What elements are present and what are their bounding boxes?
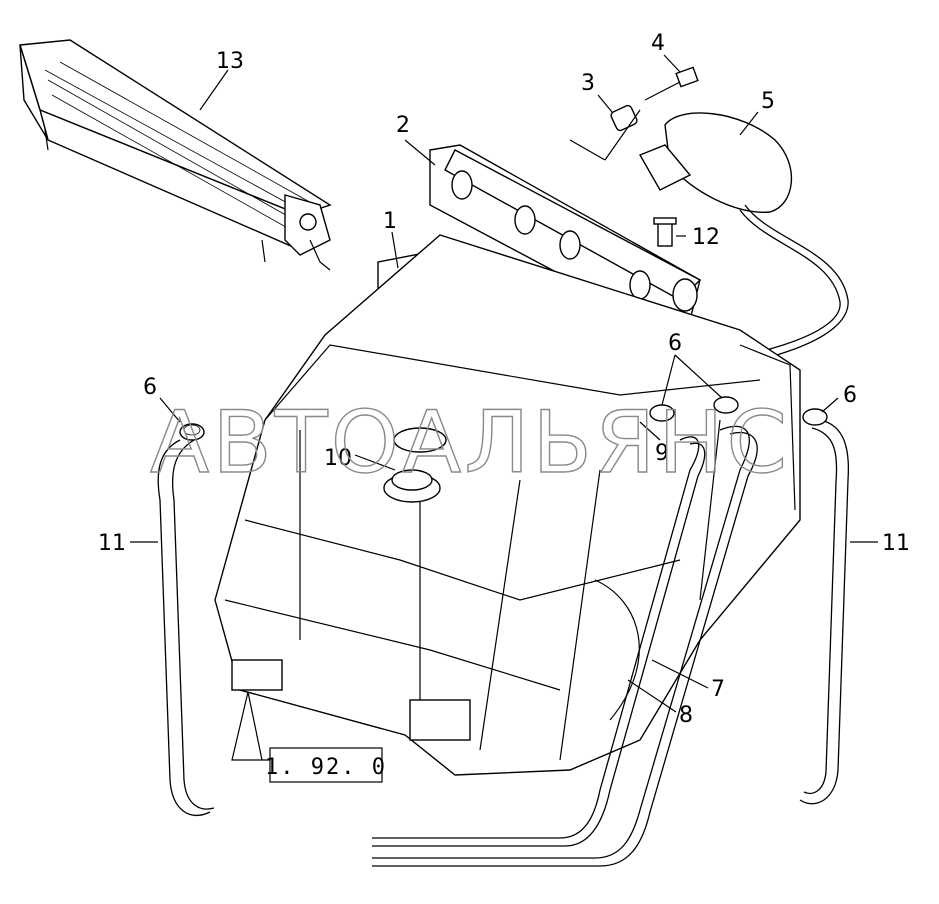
callout-4: 4 (651, 31, 665, 56)
hose-left-part-11 (157, 439, 215, 817)
leader-lines (130, 54, 878, 761)
cab-frame (214, 234, 801, 776)
clamp-left-part-6 (179, 423, 205, 441)
reference-box-label: 1. 92. 0 (265, 755, 387, 780)
clamp-center-b-part-6 (713, 396, 739, 414)
bolt-part-12 (653, 217, 677, 247)
callout-12: 12 (692, 225, 720, 250)
callout-2: 2 (396, 113, 410, 138)
callout-5: 5 (761, 89, 775, 114)
callout-labels: 13 2 1 3 4 5 12 6 6 6 9 10 11 11 7 8 (98, 31, 910, 728)
watermark-text: АВТОАЛЬЯНС (150, 393, 790, 493)
callout-8: 8 (679, 703, 693, 728)
callout-6-left: 6 (143, 375, 157, 400)
clip-part-3 (569, 104, 641, 161)
callout-6-right: 6 (843, 383, 857, 408)
hose-right-part-11 (799, 419, 850, 805)
heater-radiator-part-13 (19, 39, 332, 271)
callout-3: 3 (581, 71, 595, 96)
hose-part-8 (372, 425, 758, 867)
callout-13: 13 (216, 49, 244, 74)
callout-1: 1 (383, 209, 397, 234)
callout-7: 7 (711, 677, 725, 702)
reference-box[interactable]: 1. 92. 0 (265, 747, 387, 783)
callout-10: 10 (324, 446, 352, 471)
hose-part-7 (372, 436, 706, 847)
cap-part-10 (383, 427, 447, 503)
clamp-right-part-6 (802, 408, 828, 426)
blower-motor-part-5 (621, 112, 849, 381)
callout-9: 9 (655, 441, 669, 466)
callout-11-right: 11 (882, 531, 910, 556)
callout-6-center: 6 (668, 331, 682, 356)
bolt-part-4 (644, 66, 699, 101)
callout-11-left: 11 (98, 531, 126, 556)
blower-assembly-part-2 (429, 144, 702, 331)
